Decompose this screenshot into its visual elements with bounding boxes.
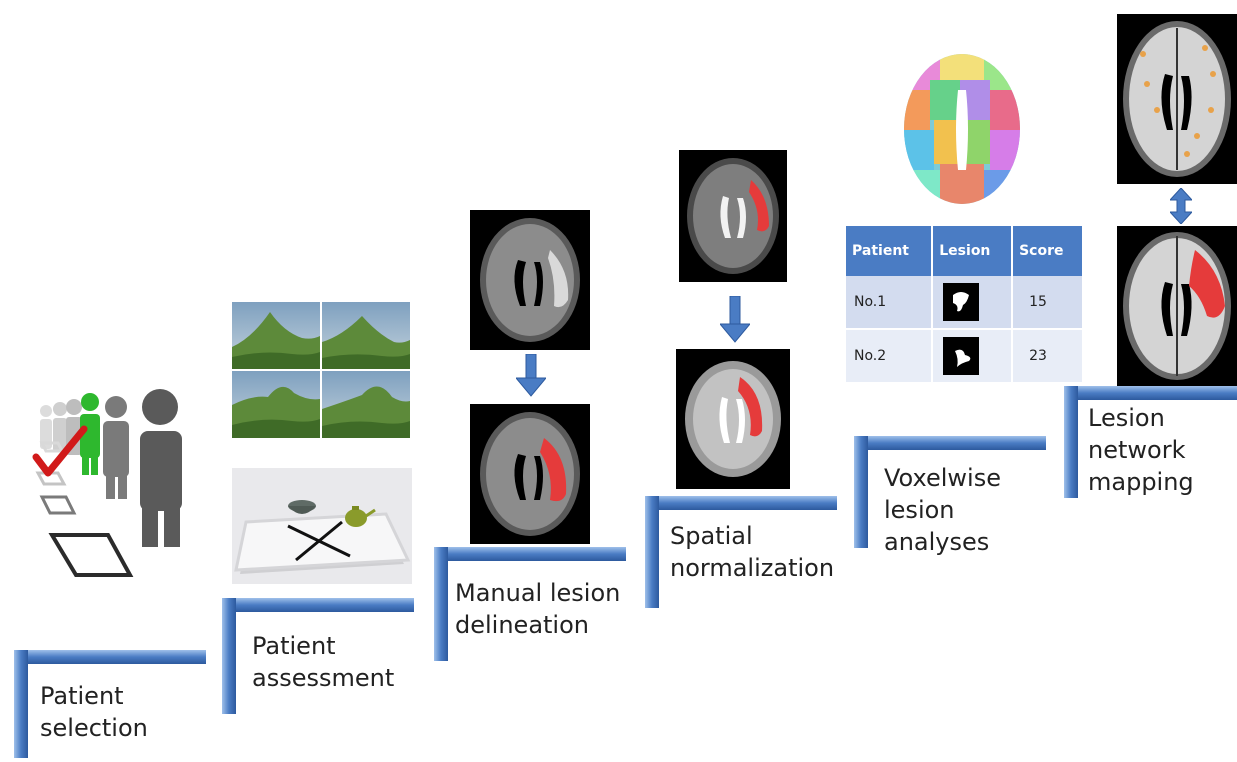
column-header-score: Score [1012,226,1084,276]
step-bracket-5 [854,436,1046,548]
patient-cell: No.2 [846,329,934,384]
checkmark-icon [32,425,88,477]
network-node-icon [1140,45,1216,157]
checkbox-icon [39,495,77,515]
step-label-lesion-network-mapping: Lesion network mapping [1088,404,1194,496]
lesion-score-table: Patient Lesion Score No.1 15 No.2 [846,226,1084,384]
score-cell: 23 [1012,329,1084,384]
person-icon [80,393,100,475]
step-bracket-1 [14,650,206,758]
step-label-voxelwise-lesion-analyses: Voxelwise lesion analyses [884,464,1001,556]
teapot-icon [345,506,376,527]
checkbox-icon [39,441,65,453]
landscape-panel [322,302,410,369]
person-icon [103,396,129,499]
step-label-patient-selection: Patient selection [40,682,148,742]
tray-task-photo [232,468,412,584]
brain-lesion-map [1117,226,1237,386]
step-bracket-2 [222,598,414,714]
landscape-panel [232,302,320,369]
lesion-region [1189,250,1225,318]
landscape-panel [322,371,410,438]
table-row: No.1 15 [846,276,1084,330]
lesion-cell [932,276,1014,330]
patient-selection-illustration [32,389,182,577]
bowl-icon [288,500,316,514]
step-label-patient-assessment: Patient assessment [252,632,395,692]
step-label-manual-lesion-delineation: Manual lesion delineation [455,579,621,639]
brain-atlas-parcellation [904,54,1020,204]
brain-scan-normalized [676,349,790,489]
lesion-thumbnail [943,283,980,321]
landscape-panel [232,371,320,438]
table-row: No.2 23 [846,329,1084,384]
landscape-stimuli-image [232,302,410,438]
step-bracket-6 [1064,386,1237,498]
column-header-patient: Patient [846,226,934,276]
step-bracket-4 [645,496,837,608]
person-icon [140,389,182,547]
patient-cell: No.1 [846,276,934,330]
down-arrow-icon [720,296,750,343]
lesion-cell [932,329,1014,384]
down-arrow-icon [516,354,546,397]
brain-scan-raw [470,210,590,350]
table-header-row: Patient Lesion Score [846,226,1084,276]
score-cell: 15 [1012,276,1084,330]
brain-scan-native [679,150,787,282]
step-label-spatial-normalization: Spatial normalization [670,522,835,582]
brain-scan-lesion-delineated [470,404,590,544]
column-header-lesion: Lesion [932,226,1014,276]
lesion-thumbnail [943,337,980,375]
brain-network-map [1117,14,1237,184]
step-bracket-3 [434,547,626,661]
checkbox-icon [48,533,134,577]
bidirectional-arrow-icon [1170,188,1192,224]
